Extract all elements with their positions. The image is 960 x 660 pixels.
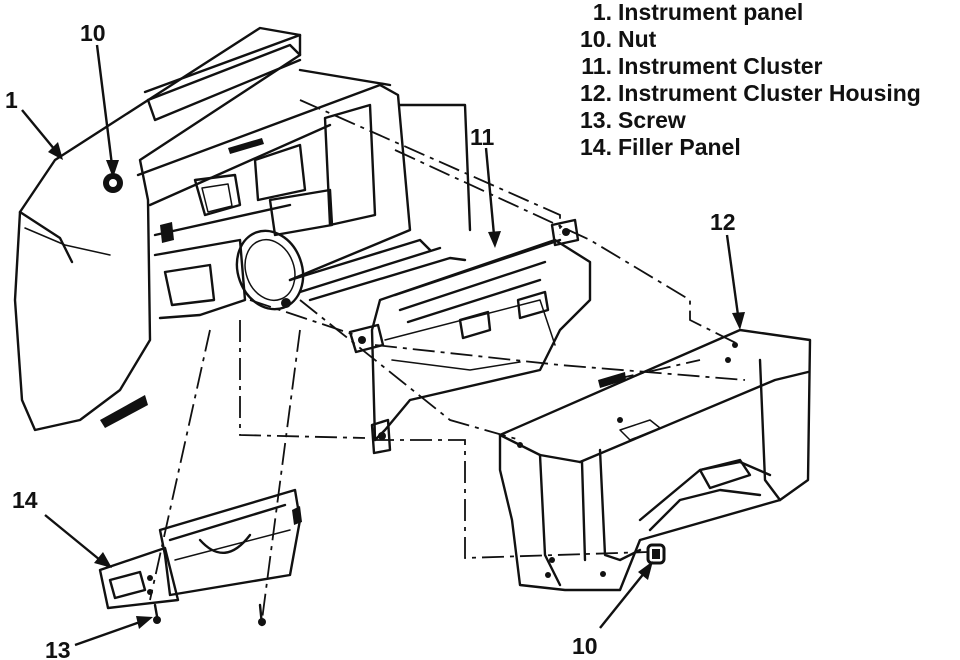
parts-legend: 1. Instrument panel 10. Nut 11. Instrume… — [580, 0, 921, 160]
legend-number-12: 12. — [580, 80, 612, 106]
legend-label-14: Filler Panel — [618, 134, 741, 160]
callout-10-top: 10 — [80, 20, 106, 46]
callout-11: 11 — [470, 124, 495, 150]
assembly-lines — [149, 99, 746, 621]
nut-upper — [103, 173, 123, 193]
callout-12: 12 — [710, 209, 736, 235]
callout-13: 13 — [45, 637, 71, 660]
screw — [153, 603, 266, 627]
legend-label-13: Screw — [618, 107, 686, 133]
instrument-cluster-housing — [498, 328, 812, 592]
legend-label-1: Instrument panel — [618, 0, 803, 25]
callout-1: 1 — [5, 87, 18, 113]
legend-label-11: Instrument Cluster — [618, 53, 823, 79]
legend-number-14: 14. — [580, 134, 612, 160]
legend-number-1: 1. — [593, 0, 612, 25]
nut-lower — [646, 543, 666, 565]
legend-number-10: 10. — [580, 26, 612, 52]
callout-14: 14 — [12, 487, 38, 513]
legend-number-11: 11. — [581, 53, 612, 79]
instrument-panel — [13, 26, 472, 432]
legend-number-13: 13. — [580, 107, 612, 133]
callout-labels: 1 10 11 12 14 13 10 — [5, 20, 736, 660]
leader-lines — [21, 44, 745, 647]
legend-label-10: Nut — [618, 26, 657, 52]
filler-panel — [98, 488, 302, 610]
instrument-cluster — [348, 218, 592, 455]
callout-10-bottom: 10 — [572, 633, 598, 659]
legend-label-12: Instrument Cluster Housing — [618, 80, 921, 106]
